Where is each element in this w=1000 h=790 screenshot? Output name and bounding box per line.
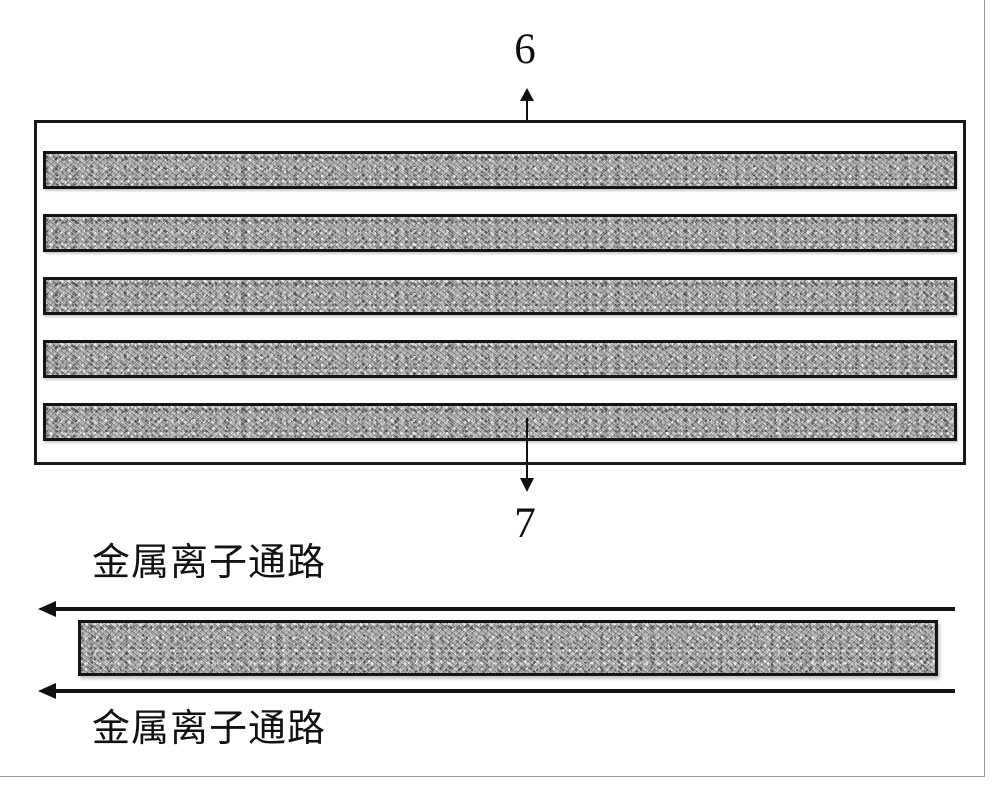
electrode-layer-4 (43, 340, 957, 378)
flow-line (54, 689, 955, 693)
leader-line (526, 418, 528, 480)
arrowhead-left-icon (38, 683, 56, 699)
page-border-bottom (0, 776, 985, 777)
bar-texture (81, 623, 935, 673)
ion-path-label-top: 金属离子通路 (92, 542, 327, 584)
flow-line (54, 607, 955, 611)
arrowhead-down-icon (520, 478, 534, 492)
electrode-layer-2 (43, 214, 957, 252)
layer-texture (46, 343, 954, 375)
stack-module-housing (34, 120, 966, 465)
leader-arrow-down-7 (518, 418, 536, 493)
layer-texture (46, 217, 954, 249)
arrowhead-left-icon (38, 601, 56, 617)
layer-texture (46, 280, 954, 312)
layer-texture (46, 406, 954, 438)
ion-flow-arrow-top (38, 601, 955, 617)
leader-line (526, 98, 528, 138)
electrode-layer-5 (43, 403, 957, 441)
callout-number-6: 6 (514, 26, 536, 73)
layer-texture (46, 154, 954, 186)
electrode-layer-3 (43, 277, 957, 315)
ion-flow-arrow-bottom (38, 683, 955, 699)
electrode-layer-1 (43, 151, 957, 189)
arrowhead-up-icon (520, 88, 534, 101)
leader-arrow-up-6 (518, 88, 536, 138)
ion-path-bar (78, 620, 938, 676)
ion-path-label-bottom: 金属离子通路 (92, 708, 327, 750)
page-border-right (984, 0, 985, 777)
callout-number-7: 7 (514, 500, 536, 547)
